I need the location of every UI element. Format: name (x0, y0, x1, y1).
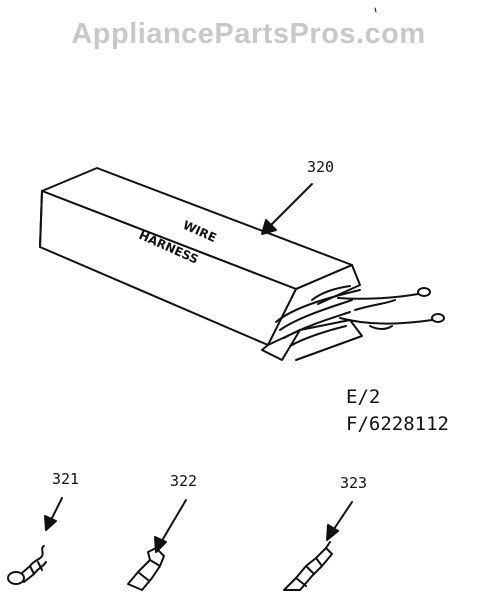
callout-arrow-320 (261, 183, 313, 235)
callout-arrow-323 (326, 501, 353, 541)
part-number-320: 320 (307, 158, 334, 176)
part-number-323: 323 (340, 474, 367, 492)
wire-harness-box (39, 167, 445, 361)
watermark-logo: AppliancePartsPros.com (71, 18, 426, 50)
code-line-1: E/2 (346, 386, 380, 408)
quick-connect-terminal-323 (283, 541, 333, 591)
callout-arrow-322 (154, 499, 187, 553)
ring-terminal-321 (7, 545, 47, 585)
speck-mark (374, 7, 377, 13)
spade-terminal-322 (127, 539, 165, 591)
code-line-2: F/6228112 (346, 413, 449, 435)
part-number-321: 321 (52, 470, 79, 488)
callout-arrow-321 (44, 497, 63, 531)
part-number-322: 322 (170, 472, 197, 490)
